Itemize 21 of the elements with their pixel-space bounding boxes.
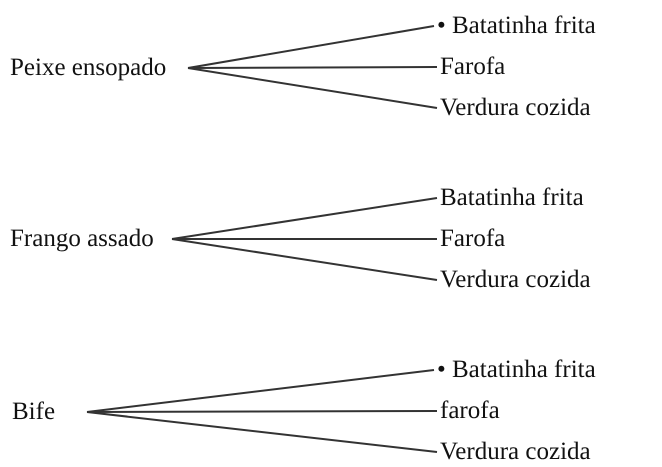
side-dish-label: Verdura cozida <box>440 437 591 467</box>
side-dish-label: • Batatinha frita <box>437 355 596 385</box>
connector-line <box>188 25 434 69</box>
side-dish-label: Farofa <box>440 224 506 254</box>
connector-line <box>86 369 434 413</box>
connector-line <box>86 411 438 453</box>
connector-line <box>188 66 437 69</box>
connector-line <box>172 197 438 240</box>
connector-line <box>188 67 438 109</box>
main-dish-label: Bife <box>12 397 56 427</box>
connector-line <box>87 410 437 413</box>
connector-line <box>172 238 437 240</box>
side-dish-label: • Batatinha frita <box>437 11 596 41</box>
side-dish-label: Verdura cozida <box>440 265 591 295</box>
main-dish-label: Frango assado <box>10 224 154 254</box>
connector-line <box>172 238 438 281</box>
side-dish-label: Batatinha frita <box>440 183 584 213</box>
side-dish-label: farofa <box>440 396 500 426</box>
side-dish-label: Farofa <box>440 52 506 82</box>
side-dish-label: Verdura cozida <box>440 93 591 123</box>
main-dish-label: Peixe ensopado <box>10 53 166 83</box>
